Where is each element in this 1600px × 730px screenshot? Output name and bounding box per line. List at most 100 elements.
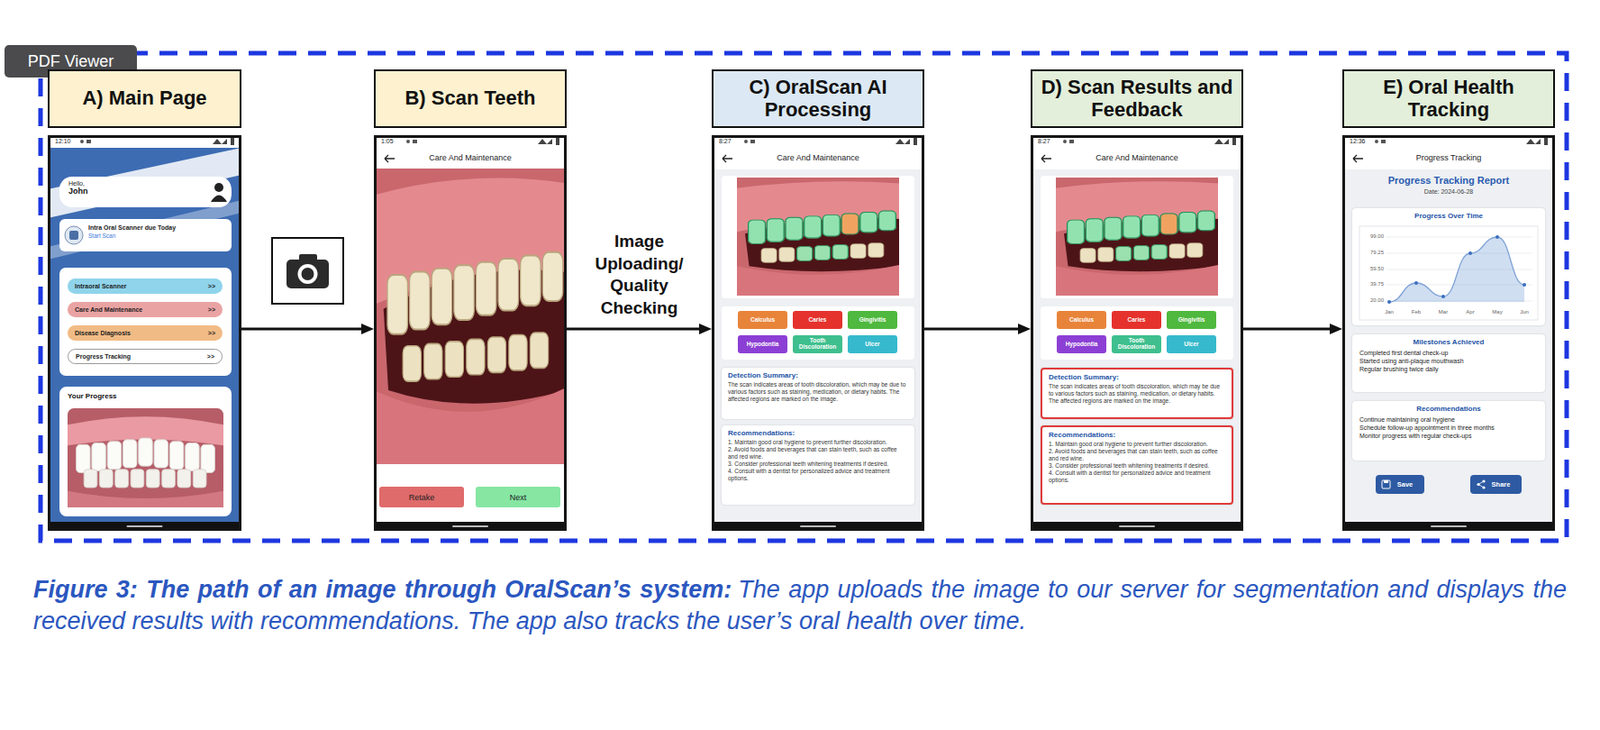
axis-label: 20.00 <box>1356 297 1384 303</box>
phone-frame-part <box>713 136 924 530</box>
share-icon-part <box>1478 481 1484 488</box>
disease-chip: Calculus <box>737 310 788 329</box>
line-chart-part <box>1387 300 1391 304</box>
panel-heading: C) OralScan AI Processing <box>711 69 925 128</box>
flow-arrow <box>924 323 1031 335</box>
node-text: 1. Maintain good oral hygiene to prevent… <box>727 438 909 446</box>
person-icon-part <box>210 195 228 203</box>
node-text: 4. Consult with a dentist for personaliz… <box>1048 469 1226 484</box>
phone-frame-part-part <box>766 218 784 243</box>
disease-chip: Ulcer <box>847 335 898 354</box>
phone-frame-part <box>1535 138 1541 145</box>
node-text: Progress Tracking <box>1342 153 1555 163</box>
line-chart-part <box>1389 236 1525 302</box>
teeth-photo-part-part <box>83 469 98 488</box>
arrow-head <box>361 323 374 335</box>
phone-frame-part <box>722 154 733 163</box>
phone-frame-part-part <box>1179 212 1197 233</box>
reminder-card: Intra Oral Scanner due TodayStart Scan <box>59 218 232 252</box>
next-button: Next <box>475 486 561 508</box>
phone-frame-part-part <box>1067 219 1085 244</box>
camera-icon-part <box>286 259 329 289</box>
figure-caption: Figure 3: The path of an image through O… <box>33 573 1567 637</box>
line-chart-part <box>1414 281 1419 285</box>
phone-frame-part-part <box>879 210 897 231</box>
node-text: E) Oral Health Tracking <box>1349 76 1548 121</box>
phone-frame-part <box>546 138 553 145</box>
arrow-line <box>241 327 363 331</box>
axis-label: Feb <box>1407 309 1426 315</box>
arrow-head <box>699 323 712 335</box>
phone-frame-part <box>1214 138 1224 145</box>
teeth-photo-part-part <box>107 441 122 470</box>
arrow-head <box>1018 323 1031 335</box>
node-text: Date: 2024-06-28 <box>1342 188 1555 195</box>
axis-label: Jan <box>1380 309 1399 315</box>
phone-frame-part <box>1544 137 1548 146</box>
phone-frame-part-part <box>1085 218 1103 243</box>
phone-frame-part-part <box>868 243 884 258</box>
phone-frame-part-part <box>804 216 822 238</box>
phone-frame-part-part <box>841 213 859 235</box>
phone-frame-part-part <box>804 216 822 238</box>
disease-chip: Ulcer <box>1166 335 1217 354</box>
phone-frame-part <box>555 137 560 146</box>
node-text: 4. Consult with a dentist for personaliz… <box>727 467 909 482</box>
flow-arrow <box>1243 323 1343 335</box>
phone-frame-part <box>1040 306 1234 360</box>
phone-frame-part-part <box>498 258 519 310</box>
phone-frame-part <box>711 147 925 170</box>
phone-screen: 8:27Care And MaintenanceCalculusCariesGi… <box>1030 135 1244 531</box>
save-button: Save <box>1375 474 1425 494</box>
node-text: John <box>68 186 223 196</box>
node-text: Hypodontia <box>746 341 780 348</box>
phone-frame-part-part <box>822 214 840 237</box>
phone-frame-part-part <box>860 212 878 233</box>
phone-frame-part-part <box>748 219 766 244</box>
phone-screen: 8:27Care And MaintenanceCalculusCariesGi… <box>711 135 925 531</box>
line-chart-part <box>1359 226 1538 320</box>
phone-frame-part <box>1041 154 1052 163</box>
phone-frame-part <box>412 139 418 144</box>
node-text: >> <box>207 353 215 360</box>
phone-frame-part-part <box>445 341 464 377</box>
line-chart-part <box>1389 236 1525 302</box>
teeth-photo-part-part <box>122 439 137 468</box>
phone-frame-part <box>406 139 410 144</box>
node-text: Ulcer <box>864 341 880 348</box>
node-text: 1:05 <box>381 137 418 145</box>
progress-card: Your Progress <box>59 386 232 517</box>
phone-frame-part <box>127 525 164 528</box>
disease-chip: Hypodontia <box>737 335 788 354</box>
phone-frame-part <box>1342 135 1555 531</box>
phone-frame-part-part <box>822 214 840 237</box>
camera-icon <box>271 236 345 305</box>
node-text: Start Scan <box>88 232 225 239</box>
node-text: Caries <box>1127 317 1146 324</box>
person-icon-part <box>214 182 224 192</box>
summary-card: Detection Summary:The scan indicates are… <box>721 367 915 419</box>
phone-frame-part-part <box>402 345 421 382</box>
node-text: 8:27 <box>1037 137 1074 145</box>
phone-frame-part <box>373 147 567 170</box>
phone-frame-part-part <box>766 218 784 243</box>
phone-frame-part <box>80 139 84 144</box>
phone-frame-part-part <box>1067 219 1085 244</box>
node-text: Hello, <box>68 180 223 187</box>
phone-frame-part-part <box>409 271 430 329</box>
arrow-head <box>1329 323 1343 335</box>
arrow-line <box>924 327 1019 331</box>
camera-icon-part <box>298 263 319 284</box>
node-text: Milestones Achieved <box>1359 337 1538 346</box>
summary-card: Detection Summary:The scan indicates are… <box>1040 367 1234 419</box>
panel-heading: D) Scan Results and Feedback <box>1030 69 1244 128</box>
node-text: 12:36 <box>1349 137 1386 145</box>
phone-frame-part-part <box>1116 246 1132 262</box>
save-icon-part <box>1383 480 1389 483</box>
node-text: Intraoral Scanner <box>74 282 128 290</box>
node-text: >> <box>208 329 216 337</box>
phone-frame-part <box>221 138 228 145</box>
phone-frame-part-part <box>387 274 408 335</box>
phone-frame-part <box>1344 136 1555 530</box>
